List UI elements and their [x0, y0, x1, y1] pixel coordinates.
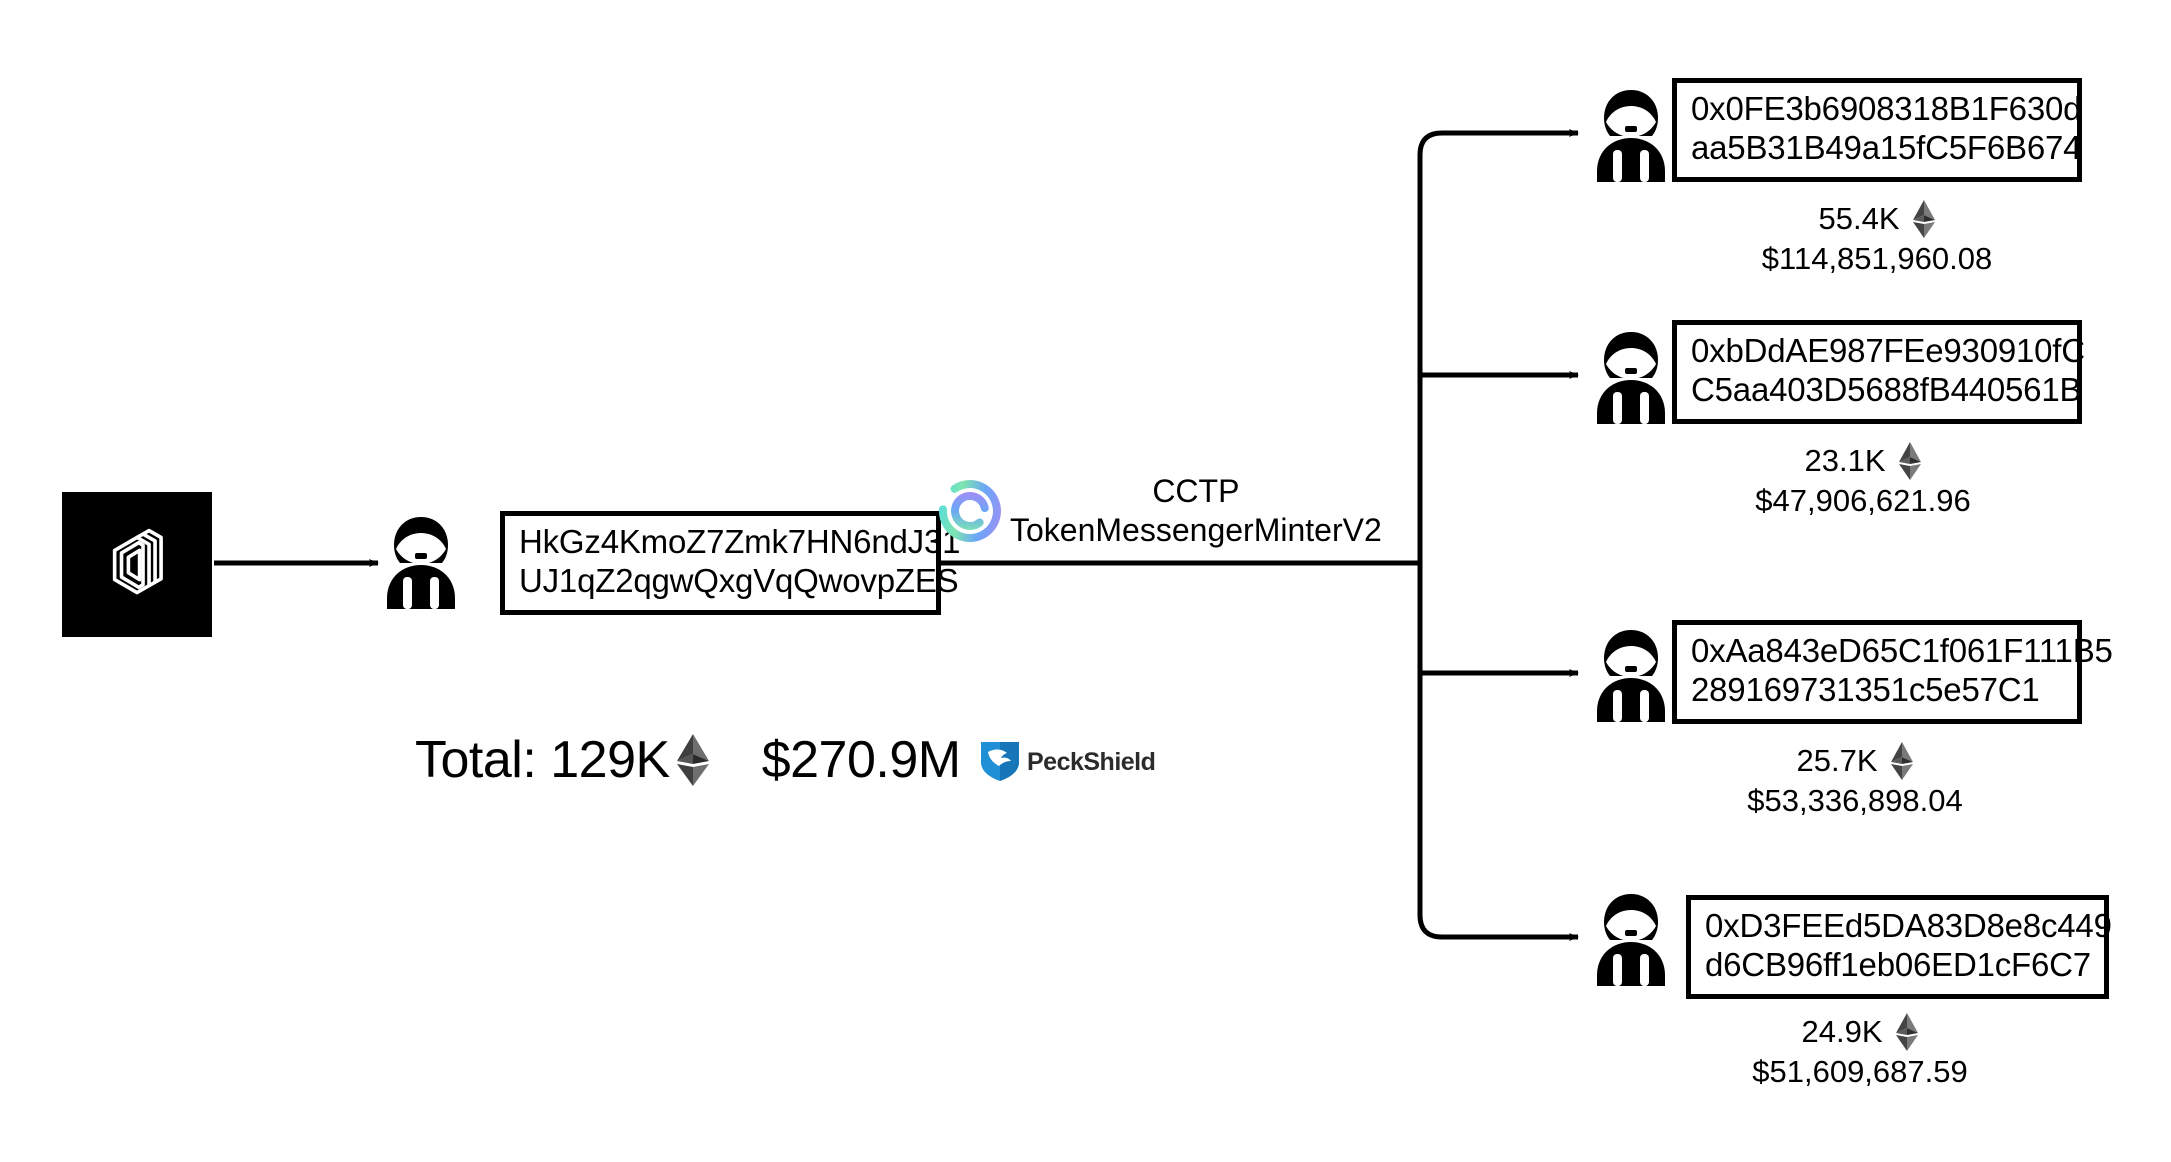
svg-text:PeckShield: PeckShield [1027, 748, 1155, 776]
source-address-box: HkGz4KmoZ7Zmk7HN6ndJ31 UJ1qZ2qgwQxgVqQwo… [500, 511, 961, 615]
destination-eth-amount: 25.7K [1796, 743, 1878, 779]
destination-address-box-4: 0xD3FEEd5DA83D8e8c449 d6CB96ff1eb06ED1cF… [1686, 895, 2112, 999]
destination-address-line2: 289169731351c5e57C1 [1691, 670, 2040, 708]
destination-address-line1: 0x0FE3b6908318B1F630d [1691, 90, 2082, 127]
total-eth-label: Total: 129K [415, 731, 670, 789]
destination-address-line1: 0xAa843eD65C1f061F111B5 [1691, 632, 2113, 669]
hacker-icon-destination-4 [1588, 892, 1674, 988]
destination-address-box-3: 0xAa843eD65C1f061F111B5 289169731351c5e5… [1672, 620, 2113, 724]
destination-usd-amount: $53,336,898.04 [1747, 783, 1963, 818]
destination-usd-amount: $114,851,960.08 [1761, 241, 1993, 276]
destination-eth-amount: 55.4K [1818, 201, 1900, 237]
destination-eth-amount: 24.9K [1801, 1014, 1883, 1050]
destination-address-line2: aa5B31B49a15fC5F6B674 [1691, 128, 2082, 166]
source-address-line1: HkGz4KmoZ7Zmk7HN6ndJ31 [519, 523, 961, 560]
ethereum-icon [1912, 200, 1936, 238]
ethereum-icon [1898, 442, 1922, 480]
destination-address-box-1: 0x0FE3b6908318B1F630d aa5B31B49a15fC5F6B… [1672, 78, 2082, 182]
destination-address-box-2: 0xbDdAE987FEe930910fC C5aa403D5688fB4405… [1672, 320, 2085, 424]
hacker-icon-destination-3 [1588, 628, 1674, 724]
destination-amount-1: 55.4K $114,851,960.08 [1672, 200, 2082, 277]
drift-protocol-logo [62, 492, 212, 637]
hacker-icon-source [378, 515, 464, 611]
cctp-label-line1: CCTP [1152, 473, 1240, 509]
cctp-circle-logo [938, 479, 1002, 543]
destination-usd-amount: $47,906,621.96 [1755, 483, 1971, 518]
destination-address-line1: 0xD3FEEd5DA83D8e8c449 [1705, 907, 2112, 944]
hacker-icon-destination-1 [1588, 88, 1674, 184]
total-summary: Total: 129K $270.9M PeckShield [415, 730, 1177, 790]
destination-amount-2: 23.1K $47,906,621.96 [1658, 442, 2068, 519]
destination-address-line2: d6CB96ff1eb06ED1cF6C7 [1705, 945, 2091, 983]
cctp-label-line2: TokenMessengerMinterV2 [1010, 512, 1382, 549]
total-usd-label: $270.9M [761, 731, 961, 789]
cctp-bridge-label: CCTP TokenMessengerMinterV2 [938, 472, 1382, 550]
destination-amount-4: 24.9K $51,609,687.59 [1655, 1013, 2065, 1090]
destination-eth-amount: 23.1K [1804, 443, 1886, 479]
destination-address-line2: C5aa403D5688fB440561B [1691, 370, 2082, 408]
hacker-icon-destination-2 [1588, 330, 1674, 426]
ethereum-icon [1895, 1013, 1919, 1051]
destination-amount-3: 25.7K $53,336,898.04 [1650, 742, 2060, 819]
ethereum-icon-total [676, 734, 710, 786]
destination-address-line1: 0xbDdAE987FEe930910fC [1691, 332, 2085, 369]
ethereum-icon [1890, 742, 1914, 780]
destination-usd-amount: $51,609,687.59 [1752, 1054, 1968, 1089]
source-address-line2: UJ1qZ2qgwQxgVqQwovpZES [519, 561, 959, 599]
peckshield-logo: PeckShield [977, 738, 1177, 782]
